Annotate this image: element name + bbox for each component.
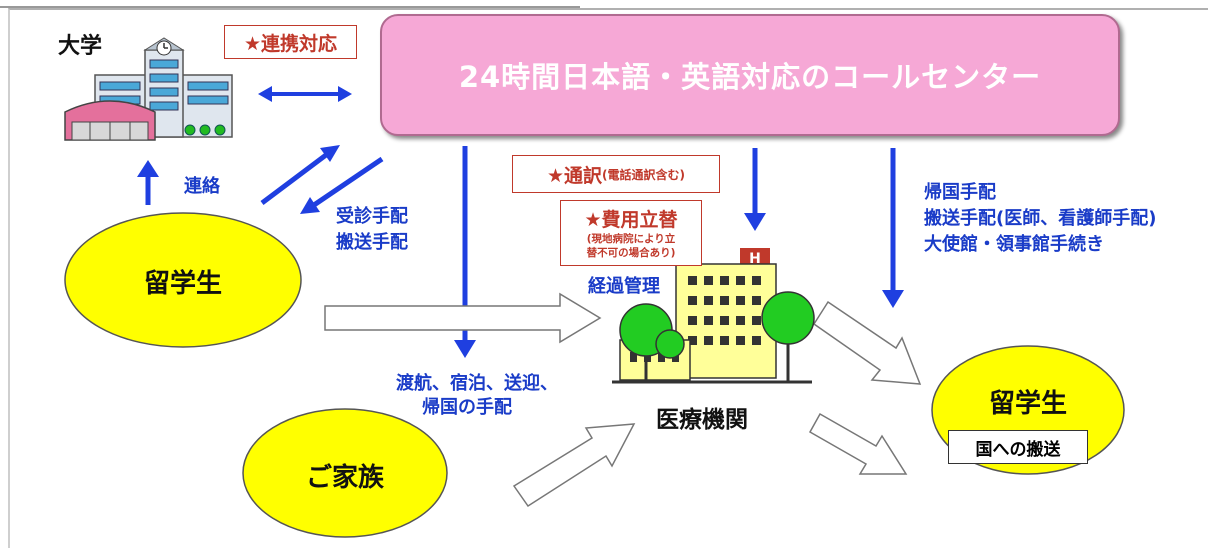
partnership-box: ★連携対応	[224, 25, 357, 59]
student-right-label: 留学生	[988, 389, 1067, 419]
advance-payment-note-1: (現地病院により立	[586, 233, 676, 245]
diagram-frame	[8, 8, 1208, 548]
advance-payment-label: ★費用立替	[584, 209, 678, 231]
hospital-to-student-hollow-arrow-lower	[808, 412, 908, 475]
hospital-to-student-hollow-arrow-upper	[812, 300, 922, 385]
travel-text: 渡航、宿泊、送迎、 帰国の手配	[396, 372, 558, 420]
contact-label: 連絡	[184, 176, 220, 197]
advance-payment-box: ★費用立替 (現地病院により立 替不可の場合あり)	[560, 200, 702, 266]
interpretation-box: ★通訳 (電話通訳含む)	[512, 155, 720, 193]
family-label: ご家族	[305, 463, 384, 493]
student-to-hospital-hollow-arrow	[324, 292, 602, 344]
travel-lodging-label: 渡航、宿泊、送迎、	[396, 373, 558, 394]
hollow-arrows	[324, 292, 922, 508]
partnership-label: ★連携対応	[243, 32, 338, 55]
contact-diagonal-arrow-up	[260, 145, 340, 205]
university-label: 大学	[58, 34, 103, 59]
partnership-double-arrow	[258, 86, 352, 102]
return-arrangement-label: 帰国の手配	[422, 397, 512, 418]
hospital-down-arrow	[744, 148, 766, 231]
progress-management-label: 経過管理	[588, 276, 660, 297]
student-left-label: 留学生	[143, 269, 222, 299]
interpretation-label: ★通訳	[546, 164, 603, 187]
call-center-box: 24時間日本語・英語対応のコールセンター	[380, 14, 1120, 136]
top-border-line	[0, 0, 580, 8]
svg-text:H: H	[749, 251, 761, 267]
consultation-arrangement-label: 受診手配	[336, 206, 408, 227]
interpretation-note: (電話通訳含む)	[602, 167, 686, 182]
transport-doctor-label: 搬送手配(医師、看護師手配)	[924, 208, 1157, 229]
repatriation-label: 帰国手配	[924, 182, 996, 203]
repatriation-text: 帰国手配 搬送手配(医師、看護師手配) 大使館・領事館手続き	[924, 180, 1156, 258]
transport-home-box: 国への搬送	[948, 430, 1088, 464]
hospital-label: 医療機関	[656, 407, 748, 433]
arrangement-text: 受診手配 搬送手配	[336, 204, 408, 256]
call-center-label: 24時間日本語・英語対応のコールセンター	[458, 60, 1042, 94]
family-ellipse	[242, 408, 448, 538]
family-to-hospital-hollow-arrow	[512, 423, 636, 508]
student-left-ellipse	[64, 212, 302, 348]
repatriation-down-arrow	[882, 148, 904, 308]
transport-arrangement-label: 搬送手配	[336, 232, 408, 253]
embassy-procedure-label: 大使館・領事館手続き	[924, 234, 1104, 255]
advance-payment-note-2: 替不可の場合あり)	[586, 247, 676, 259]
transport-home-label: 国への搬送	[975, 439, 1061, 460]
arrangement-diagonal-arrow-down	[300, 156, 384, 214]
university-building-icon	[64, 37, 233, 141]
hospital-building-icon: H	[612, 248, 815, 384]
contact-up-arrow	[137, 160, 159, 205]
